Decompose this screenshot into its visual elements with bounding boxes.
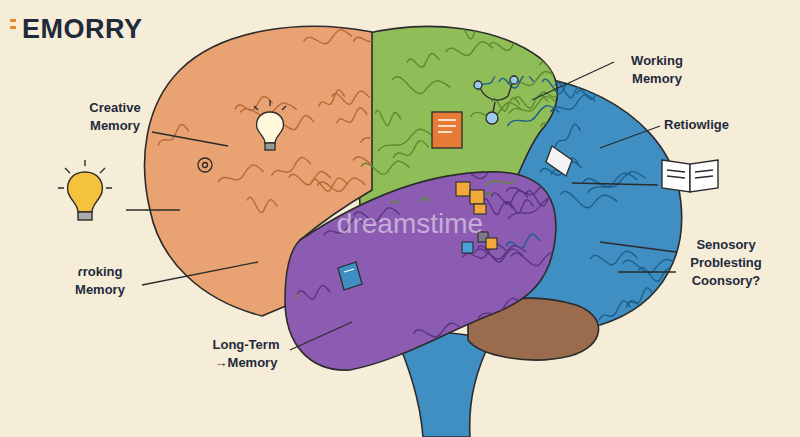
gyrus-stroke (556, 17, 606, 31)
gyrus-stroke (285, 175, 323, 197)
memory-label: Long-Term →Memory (198, 336, 294, 372)
gyrus-stroke (508, 71, 557, 85)
leader-line (572, 183, 658, 185)
logo-mark (10, 19, 16, 29)
title: EMORRY (22, 14, 143, 44)
gyrus-stroke (374, 71, 420, 90)
gyrus-stroke (407, 53, 439, 67)
gyrus-stroke (499, 75, 533, 89)
memory-label: Working Memory (612, 52, 702, 88)
stethoscope-icon (474, 76, 518, 124)
gyrus-stroke (497, 356, 545, 370)
gyrus-stroke (361, 161, 409, 174)
gyrus-stroke (311, 268, 338, 284)
gyrus-stroke (247, 197, 277, 212)
gyrus-stroke (591, 251, 638, 265)
gyrus-stroke (599, 301, 630, 320)
leader-line (126, 209, 180, 210)
leader-line (142, 262, 258, 285)
leader-line (532, 62, 614, 100)
gyrus-stroke (366, 3, 411, 20)
gyrus-stroke (555, 124, 580, 146)
gear-icon (198, 158, 212, 172)
gyrus-stroke (340, 167, 380, 181)
memory-label: Retiowlige (664, 116, 774, 134)
gyrus-stroke (508, 106, 559, 126)
gyri-texture (140, 27, 420, 300)
gyrus-stroke (544, 330, 600, 346)
gyri-texture (478, 68, 735, 341)
lightbulb-icon (58, 160, 112, 220)
gyrus-stroke (478, 298, 523, 318)
gyrus-stroke (317, 178, 364, 192)
leader-line (600, 242, 676, 252)
open-book-icon (662, 160, 718, 192)
gyrus-stroke (623, 259, 679, 272)
gyrus-stroke (296, 279, 338, 297)
gyrus-stroke (414, 323, 463, 337)
gyrus-stroke (541, 119, 578, 133)
watermark: dreamstime (330, 208, 490, 240)
gyrus-stroke (478, 246, 523, 262)
gyrus-stroke (158, 124, 188, 145)
gyrus-stroke (506, 181, 561, 195)
lightbulb-icon (254, 100, 286, 150)
memory-label: Senosory Problesting Coonsory? (676, 236, 776, 290)
gyrus-stroke (639, 267, 678, 281)
gyrus-stroke (546, 292, 577, 312)
memory-label: ɾroking Memory (52, 263, 148, 299)
gyrus-stroke (646, 325, 676, 340)
gyrus-stroke (514, 95, 547, 108)
gyrus-stroke (561, 191, 617, 207)
book-icon (338, 262, 362, 290)
gyrus-stroke (628, 301, 681, 318)
gyri-texture (361, 3, 606, 211)
gyrus-stroke (319, 90, 345, 106)
gyrus-stroke (527, 188, 582, 201)
gyrus-stroke (457, 24, 486, 39)
gyrus-stroke (218, 165, 263, 182)
gyrus-stroke (353, 153, 406, 167)
leader-line (618, 271, 676, 272)
leader-line (600, 126, 660, 148)
gyrus-stroke (540, 62, 577, 77)
gyrus-stroke (511, 252, 564, 265)
gyrus-stroke (486, 168, 541, 186)
leader-line (290, 322, 352, 350)
gyrus-stroke (332, 91, 369, 104)
gyrus-stroke (378, 129, 432, 151)
gyrus-stroke (354, 27, 391, 41)
gyrus-stroke (509, 197, 564, 218)
gyrus-stroke (300, 172, 328, 186)
gyrus-stroke (297, 285, 329, 299)
memory-label: Creative Memory (72, 99, 158, 135)
gyri-texture (285, 165, 600, 370)
gyrus-stroke (394, 141, 429, 158)
gyrus-stroke (393, 77, 450, 94)
gyrus-stroke (446, 42, 493, 56)
gyrus-stroke (361, 126, 409, 142)
gyrus-stroke (357, 253, 386, 267)
gyrus-stroke (272, 157, 311, 175)
gyrus-stroke (511, 16, 546, 30)
gyrus-stroke (457, 165, 509, 179)
gyrus-stroke (311, 178, 347, 191)
gyrus-stroke (375, 110, 400, 125)
gyrus-stroke (348, 285, 402, 300)
gyrus-stroke (289, 171, 331, 184)
book-icon (546, 146, 572, 176)
gyrus-stroke (489, 37, 530, 51)
leader-line (152, 132, 228, 146)
gyrus-stroke (551, 95, 595, 112)
temporal-lobe (285, 172, 556, 370)
gyrus-stroke (337, 108, 367, 123)
gyrus-stroke (235, 96, 272, 110)
gyrus-stroke (485, 336, 538, 354)
gyrus-stroke (304, 30, 351, 44)
book-icon (432, 112, 462, 148)
gyrus-stroke (548, 277, 592, 290)
gyrus-stroke (506, 200, 533, 213)
gyrus-stroke (476, 334, 507, 351)
gyrus-stroke (627, 288, 653, 307)
